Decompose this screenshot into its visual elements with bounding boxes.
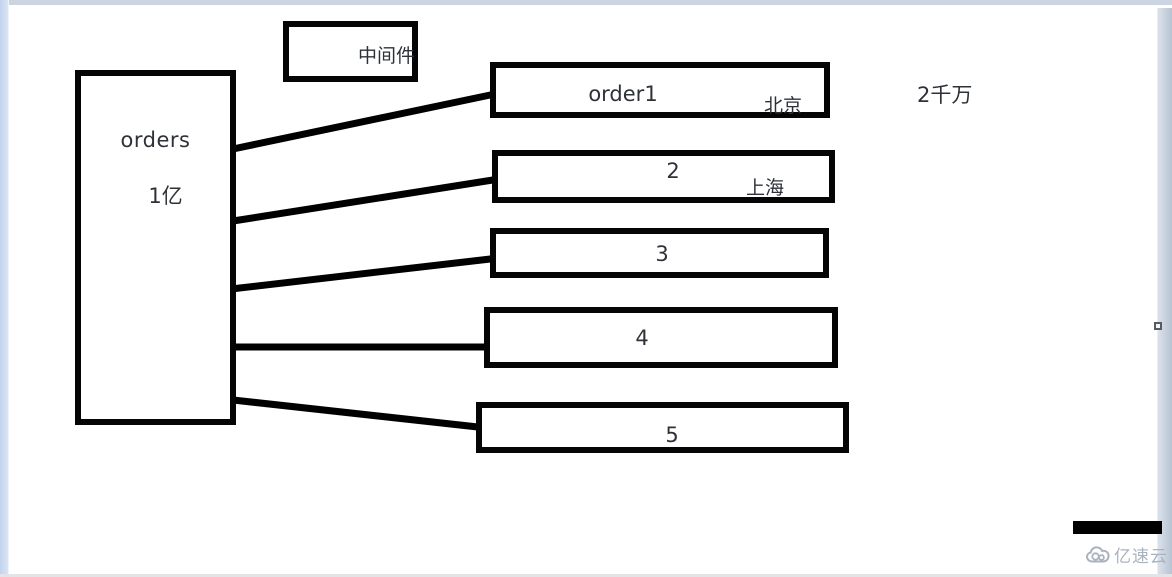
connector-line-shard3	[227, 254, 503, 293]
orders-table-label: orders	[120, 128, 191, 152]
shard-box-3: 3	[490, 228, 829, 278]
shard-box-4: 4	[484, 307, 838, 368]
page-bottom-edge	[0, 574, 1172, 577]
image-resize-handle[interactable]	[1154, 322, 1162, 330]
shard-label-4: 4	[635, 326, 649, 350]
shard-region-beijing: 北京	[763, 95, 802, 117]
orders-row-count: 1亿	[148, 184, 183, 208]
page-left-edge	[0, 0, 9, 577]
middleware-label: 中间件	[357, 45, 415, 67]
watermark: 亿速云	[1085, 542, 1168, 567]
connector-line-shard1	[229, 90, 499, 153]
cloud-icon	[1085, 545, 1111, 565]
shard-region-shanghai: 上海	[745, 177, 784, 199]
connector-line-shard5	[229, 396, 500, 433]
orders-table-box: orders 1亿	[75, 70, 236, 425]
watermark-label: 亿速云	[1114, 547, 1168, 567]
shard-label-3: 3	[655, 242, 669, 266]
shard-box-5: 5	[476, 402, 849, 453]
shard-label-1: order1	[588, 82, 658, 106]
shard-box-1: order1 北京	[490, 62, 830, 118]
middleware-box: 中间件	[283, 21, 418, 82]
scrollbar-track[interactable]	[1157, 8, 1172, 577]
shard-label-2: 2	[666, 159, 680, 183]
page-top-edge	[0, 0, 1172, 5]
cursor-bar	[1073, 521, 1162, 534]
shard-size-annotation: 2千万	[917, 83, 973, 107]
connector-line-shard2	[229, 173, 516, 225]
shard-box-2: 2 上海	[492, 150, 835, 203]
shard-label-5: 5	[665, 423, 679, 447]
